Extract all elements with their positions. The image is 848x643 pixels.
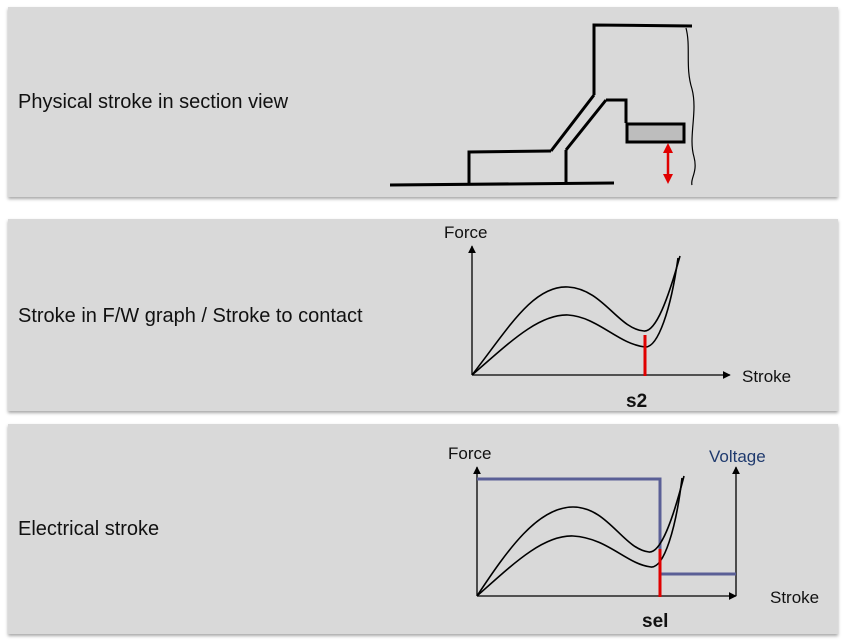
housing-step: [606, 98, 628, 123]
voltage-trace: [477, 477, 736, 576]
section-view-drawing: [389, 23, 696, 187]
panel-electrical-stroke-label: Electrical stroke: [18, 518, 160, 540]
slanted-wall-outer: [549, 94, 596, 152]
housing-top-block: [592, 23, 693, 95]
force-curve-upper: [476, 475, 685, 597]
panel-fw-graph: Stroke in F/W graph / Stroke to contact …: [8, 219, 838, 412]
x-axis-label: Stroke: [742, 367, 791, 386]
panel-fw-graph-label: Stroke in F/W graph / Stroke to contact: [18, 305, 363, 327]
housing-left-block: [467, 149, 552, 183]
panel-physical-stroke: Physical stroke in section view: [8, 7, 838, 197]
force-curve-lower: [476, 477, 683, 597]
panel-electrical-stroke: Electrical stroke Force Stroke Voltage s…: [8, 424, 838, 634]
slanted-wall-inner: [564, 99, 608, 151]
force-curve-upper: [471, 255, 681, 376]
keycap-block: [625, 122, 686, 144]
voltage-axis-label: Voltage: [709, 447, 766, 466]
y-axis-label: Force: [444, 223, 487, 242]
force-curve-lower: [471, 257, 679, 376]
marker-label-sel: sel: [642, 611, 668, 632]
electrical-graph: Force Stroke Voltage sel: [448, 444, 819, 632]
x-axis-label: Stroke: [770, 588, 819, 607]
marker-label-s2: s2: [626, 391, 647, 412]
fw-graph: Force Stroke s2: [444, 223, 791, 412]
break-line: [685, 27, 696, 186]
panel-physical-stroke-label: Physical stroke in section view: [18, 91, 289, 113]
y-axis-label: Force: [448, 444, 491, 463]
base-line: [389, 181, 615, 187]
